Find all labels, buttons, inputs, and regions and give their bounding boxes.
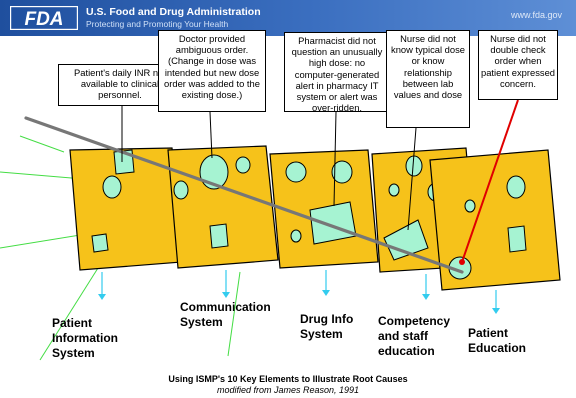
layer-communication-system <box>167 145 279 269</box>
hole-icon <box>209 223 229 249</box>
callout-pharmacist: Pharmacist did not question an unusually… <box>284 32 390 113</box>
arrow-icon <box>492 290 500 314</box>
callout-doctor-order: Doctor provided ambiguous order. (Change… <box>158 30 266 112</box>
agency-name: U.S. Food and Drug Administration <box>86 6 261 18</box>
hole-icon <box>102 175 122 199</box>
ray-line <box>39 267 99 361</box>
hole-icon <box>331 160 353 184</box>
hole-icon <box>173 180 189 200</box>
hole-icon <box>309 201 357 245</box>
callout-pointer <box>209 111 213 159</box>
callout-nurse-dose: Nurse did not know typical dose or know … <box>386 30 470 128</box>
layer-label-communication-system: Communication System <box>180 300 271 329</box>
caption-title: Using ISMP's 10 Key Elements to Illustra… <box>168 374 408 384</box>
ray-line <box>19 135 65 153</box>
layer-label-drug-info-system: Drug Info System <box>300 312 354 341</box>
hole-icon <box>290 229 302 243</box>
layer-label-patient-education: Patient Education <box>468 326 527 355</box>
caption-source: modified from James Reason, 1991 <box>216 385 360 395</box>
arrow-icon <box>322 270 330 296</box>
hole-icon <box>506 175 526 199</box>
arrow-icon <box>422 274 430 300</box>
ray-line <box>227 271 241 357</box>
svg-text:FDA: FDA <box>24 9 63 30</box>
layer-patient-information-system <box>69 147 183 271</box>
hole-icon <box>285 161 307 183</box>
agency-url: www.fda.gov <box>510 10 562 20</box>
layer-drug-info-system <box>269 149 379 269</box>
fda-banner: FDA U.S. Food and Drug Administration Pr… <box>0 0 576 36</box>
callout-pointer <box>333 111 337 207</box>
trajectory-line <box>24 116 464 274</box>
callout-pointer <box>407 127 417 231</box>
hole-icon <box>91 233 109 253</box>
layer-patient-education <box>429 149 561 291</box>
hole-icon <box>507 225 527 253</box>
arrow-icon <box>222 270 230 298</box>
agency-tagline: Protecting and Promoting Your Health <box>86 19 229 29</box>
alert-line <box>461 99 519 263</box>
fda-logo-icon: FDA <box>10 6 78 30</box>
arrow-icon <box>98 272 106 300</box>
layer-label-competency-and-staff-education: Competency and staff education <box>378 314 451 358</box>
alert-dot <box>459 259 465 265</box>
hole-icon <box>235 156 251 174</box>
hole-icon <box>464 199 476 213</box>
layer-label-patient-information-system: Patient Information System <box>52 316 118 360</box>
callout-nurse-double-check: Nurse did not double check order when pa… <box>478 30 558 100</box>
hole-icon <box>388 183 400 197</box>
